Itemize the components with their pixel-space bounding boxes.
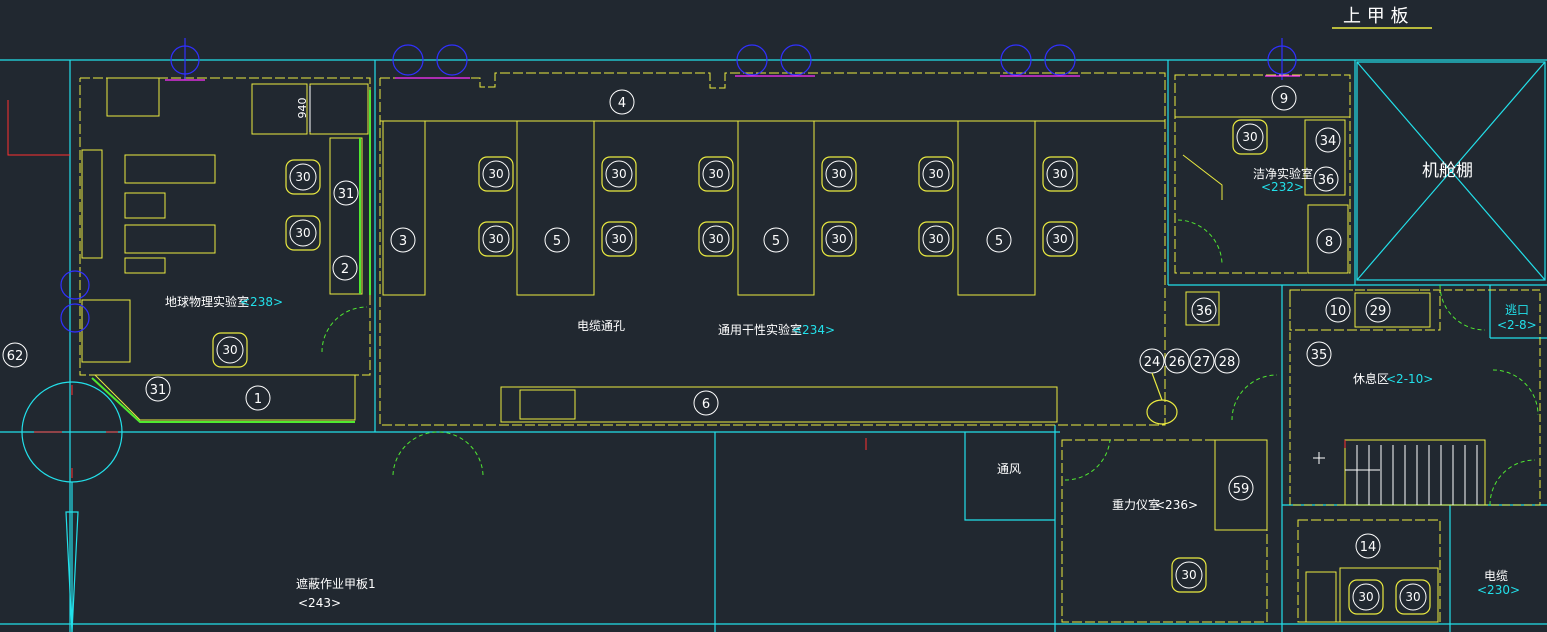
chair-14: [1042, 221, 1078, 257]
svg-text:30: 30: [295, 170, 310, 184]
shelter-deck-code: <243>: [298, 596, 341, 610]
gravity-room-code: <236>: [1155, 498, 1198, 512]
svg-text:30: 30: [611, 232, 626, 246]
svg-text:30: 30: [222, 343, 237, 357]
chair-15: [212, 332, 248, 368]
svg-text:30: 30: [611, 167, 626, 181]
chair-5: [601, 156, 637, 192]
tag-5c: 5: [995, 234, 1003, 249]
gravity-room-name: 重力仪室: [1112, 497, 1160, 512]
tag-9: 9: [1280, 92, 1288, 107]
labels: 上 甲 板 940 地球物理实验室 <238> 电缆通孔 通用干性实验室 <23…: [165, 6, 1537, 610]
chair-6: [601, 221, 637, 257]
stair-hatch: [1313, 445, 1478, 505]
tag-31a: 31: [338, 187, 355, 202]
exit-name: 逃口: [1505, 303, 1529, 317]
general-lab-code: <234>: [792, 323, 835, 337]
rest-area-code: <2-10>: [1386, 372, 1433, 386]
tag-62: 62: [7, 349, 24, 364]
tag-35: 35: [1311, 348, 1328, 363]
tag-59: 59: [1233, 482, 1250, 497]
chair-11: [918, 156, 954, 192]
tag-24: 24: [1144, 355, 1161, 370]
svg-text:30: 30: [488, 232, 503, 246]
svg-text:30: 30: [928, 232, 943, 246]
clean-lab-code: <232>: [1261, 180, 1304, 194]
top-fixtures: [60, 38, 1300, 333]
chair-12: [918, 221, 954, 257]
geo-lab-name: 地球物理实验室: [165, 294, 249, 309]
chair-18: [1348, 579, 1384, 615]
tag-29: 29: [1370, 304, 1387, 319]
svg-text:30: 30: [1181, 568, 1196, 582]
tag-36a: 36: [1318, 173, 1335, 188]
chair-17: [1171, 557, 1207, 593]
chair-4: [478, 221, 514, 257]
svg-text:30: 30: [1052, 232, 1067, 246]
tag-8: 8: [1325, 235, 1333, 250]
dimension-940-label: 940: [296, 98, 309, 119]
svg-text:30: 30: [1358, 590, 1373, 604]
doors: [321, 219, 1539, 506]
chair-7: [698, 156, 734, 192]
chair-13: [1042, 156, 1078, 192]
general-lab-name: 通用干性实验室: [718, 322, 802, 337]
tag-31b: 31: [150, 383, 167, 398]
svg-text:30: 30: [928, 167, 943, 181]
chair-2: [285, 215, 321, 251]
svg-text:30: 30: [708, 167, 723, 181]
tag-2: 2: [341, 262, 349, 277]
hangar-label: 机舱棚: [1422, 161, 1473, 181]
tag-3: 3: [399, 234, 407, 249]
svg-text:30: 30: [1052, 167, 1067, 181]
chair-19: [1395, 579, 1431, 615]
tag-6: 6: [702, 397, 710, 412]
svg-text:30: 30: [1405, 590, 1420, 604]
red-marks: [7, 100, 1346, 478]
furniture-and-partitions: [79, 72, 1541, 623]
svg-text:30: 30: [488, 167, 503, 181]
geo-lab-code: <238>: [240, 295, 283, 309]
green-lines: [91, 90, 371, 423]
tag-1: 1: [254, 392, 262, 407]
svg-text:30: 30: [708, 232, 723, 246]
tag-27: 27: [1194, 355, 1211, 370]
tag-34: 34: [1320, 134, 1337, 149]
clean-lab-name: 洁净实验室: [1253, 166, 1313, 181]
tag-10: 10: [1330, 304, 1347, 319]
chairs: [212, 119, 1431, 615]
item-tags: [2, 85, 1391, 559]
tag-4: 4: [618, 96, 626, 111]
chair-3: [478, 156, 514, 192]
exit-code: <2-8>: [1497, 318, 1537, 332]
sink-fixture: [1146, 372, 1178, 425]
svg-text:30: 30: [831, 167, 846, 181]
rest-area-name: 休息区: [1353, 371, 1389, 386]
tag-5a: 5: [553, 234, 561, 249]
chair-8: [698, 221, 734, 257]
chair-1: [285, 159, 321, 195]
item-tag-labels: 62 31 31 2 1 3 4 5 5 5 6 9 34 36 8 36 35…: [7, 92, 1387, 555]
tag-36b: 36: [1196, 304, 1213, 319]
vent-label: 通风: [997, 462, 1021, 476]
tag-5b: 5: [772, 234, 780, 249]
cable-room-name: 电缆: [1484, 569, 1508, 583]
shelter-deck-name: 遮蔽作业甲板1: [296, 576, 376, 591]
tag-28: 28: [1219, 355, 1236, 370]
chair-16: [1232, 119, 1268, 155]
chair-labels: 30 30 30 30 30 30 30 30 30 30 30 30 30 3…: [216, 123, 1427, 611]
tag-14: 14: [1360, 540, 1377, 555]
svg-text:30: 30: [295, 226, 310, 240]
sheet-title: 上 甲 板: [1343, 6, 1408, 27]
cable-hole-label: 电缆通孔: [577, 319, 625, 333]
svg-text:30: 30: [831, 232, 846, 246]
cable-room-code: <230>: [1477, 583, 1520, 597]
svg-text:30: 30: [1242, 130, 1257, 144]
chair-9: [821, 156, 857, 192]
tag-26: 26: [1169, 355, 1186, 370]
chair-10: [821, 221, 857, 257]
